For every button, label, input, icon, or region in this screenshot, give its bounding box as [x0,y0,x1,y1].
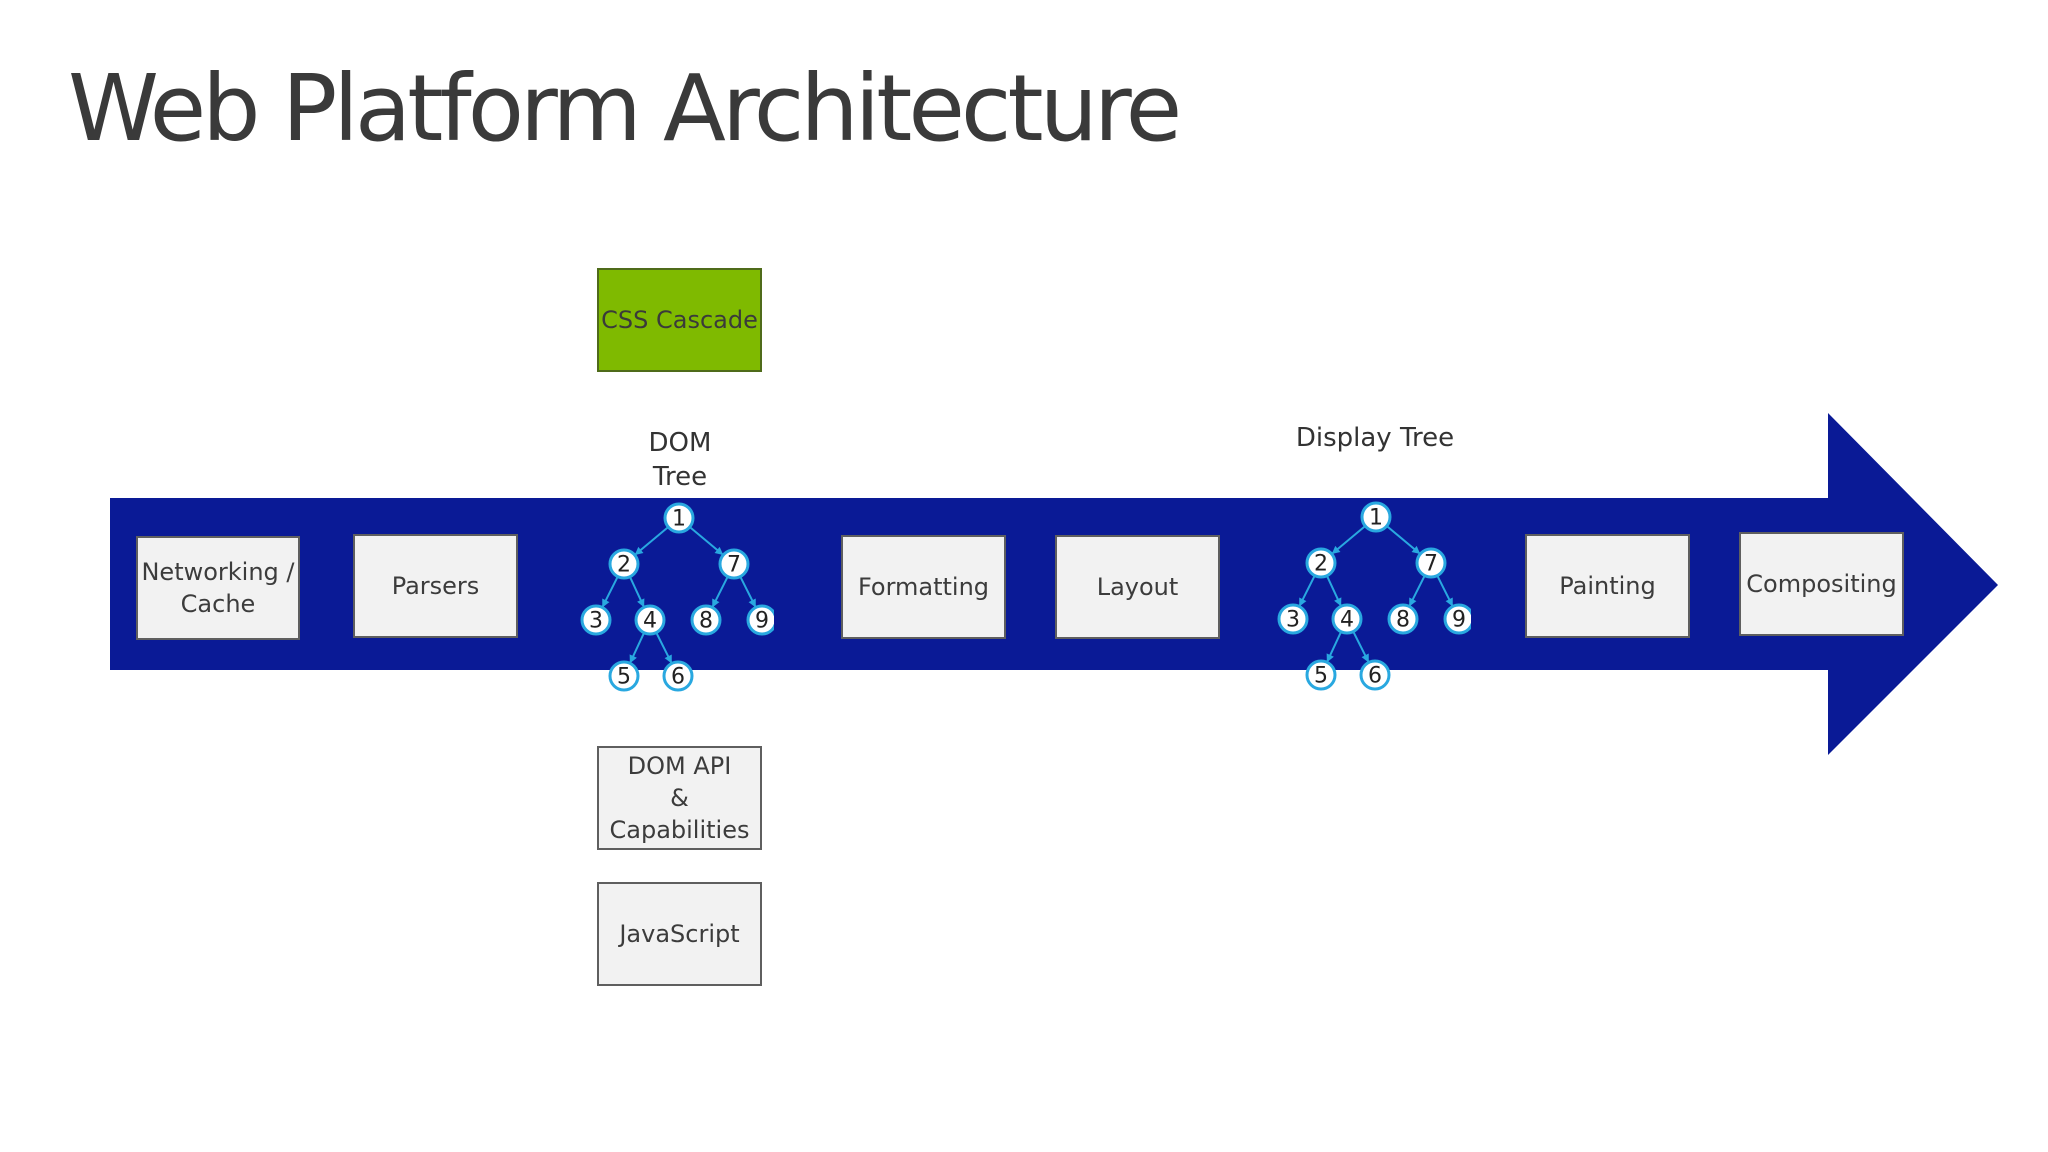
display-tree-node-7: 7 [1415,547,1447,579]
display-tree-node-5: 5 [1305,659,1337,691]
display-tree-node-label-2: 2 [1314,552,1328,577]
display-tree-node-1: 1 [1360,501,1392,533]
display-tree-arrowhead-2-4 [1334,597,1342,607]
display-tree-node-label-5: 5 [1314,664,1328,689]
display-tree-node-label-6: 6 [1368,664,1382,689]
display-tree-node-circle-3 [1277,603,1309,635]
display-tree-node-2: 2 [1305,547,1337,579]
display-tree-node-circle-1 [1360,501,1392,533]
display-tree-node-8: 8 [1387,603,1419,635]
display-tree-node-6: 6 [1359,659,1391,691]
stage-networking-cache: Networking / Cache [136,536,300,640]
display-tree-node-circle-8 [1387,603,1419,635]
dom-tree-node-3: 3 [580,604,612,636]
stage-formatting: Formatting [841,535,1006,639]
dom-tree-node-circle-8 [690,604,722,636]
display-tree-node-circle-6 [1359,659,1391,691]
display-tree-node-label-8: 8 [1396,608,1410,633]
display-tree-graph: 1 2 3 4 5 6 7 8 9 [1277,501,1471,691]
dom-tree-node-circle-2 [608,548,640,580]
dom-tree-node-8: 8 [690,604,722,636]
arrow-shape [110,413,1998,755]
dom-tree-arrowhead-2-4 [637,598,645,608]
dom-tree-node-2: 2 [608,548,640,580]
display-tree-node-4: 4 [1331,603,1363,635]
display-tree-node-label-4: 4 [1340,608,1354,633]
dom-tree-node-label-8: 8 [699,609,713,634]
dom-tree-node-label-5: 5 [617,665,631,690]
dom-tree-node-6: 6 [662,660,694,692]
stage-compositing: Compositing [1739,532,1904,636]
display-tree-node-circle-2 [1305,547,1337,579]
dom-tree-node-label-1: 1 [672,507,686,532]
dom-tree-arrowhead-4-5 [629,654,637,664]
dom-tree-node-circle-3 [580,604,612,636]
css-cascade-box: CSS Cascade [597,268,762,372]
dom-tree-node-circle-1 [663,502,695,534]
dom-tree-node-circle-6 [662,660,694,692]
dom-tree-arrowhead-1-7 [714,546,724,556]
display-tree-node-label-7: 7 [1424,552,1438,577]
dom-tree-node-circle-9 [746,604,774,636]
dom-tree-label: DOM Tree [648,428,712,492]
slide-title: Web Platform Architecture [68,55,1182,162]
display-tree-arrowhead-1-2 [1331,545,1341,555]
display-tree-arrowhead-2-3 [1299,597,1307,607]
display-tree-label: Display Tree [1295,423,1455,453]
dom-tree-node-label-3: 3 [589,609,603,634]
javascript-box: JavaScript [597,882,762,986]
display-tree-node-label-9: 9 [1452,608,1466,633]
dom-tree-node-circle-5 [608,660,640,692]
display-tree-node-circle-5 [1305,659,1337,691]
dom-tree-arrowhead-2-3 [602,598,610,608]
dom-tree-arrowhead-1-2 [634,546,644,556]
dom-tree-node-circle-7 [718,548,750,580]
stage-layout: Layout [1055,535,1220,639]
dom-tree-arrowhead-7-8 [712,598,720,608]
dom-tree-node-5: 5 [608,660,640,692]
dom-tree-node-circle-4 [634,604,666,636]
dom-tree-arrowhead-4-6 [664,654,672,664]
display-tree-arrowhead-7-8 [1409,597,1417,607]
display-tree-node-label-1: 1 [1369,506,1383,531]
dom-tree-graph: 1 2 3 4 5 6 7 8 9 [580,502,774,692]
display-tree-arrowhead-1-7 [1411,545,1421,555]
dom-tree-arrowhead-7-9 [748,598,756,608]
dom-tree-node-1: 1 [663,502,695,534]
stage-parsers: Parsers [353,534,518,638]
dom-tree-node-label-7: 7 [727,553,741,578]
dom-tree-node-7: 7 [718,548,750,580]
display-tree-node-circle-4 [1331,603,1363,635]
dom-tree-node-4: 4 [634,604,666,636]
dom-tree-node-9: 9 [746,604,774,636]
dom-tree-node-label-6: 6 [671,665,685,690]
dom-tree-node-label-2: 2 [617,553,631,578]
display-tree-arrowhead-4-5 [1326,653,1334,663]
dom-tree-node-label-9: 9 [755,609,769,634]
display-tree-node-9: 9 [1443,603,1471,635]
stage-painting: Painting [1525,534,1690,638]
display-tree-node-circle-9 [1443,603,1471,635]
dom-tree-node-label-4: 4 [643,609,657,634]
display-tree-arrowhead-4-6 [1361,653,1369,663]
display-tree-arrowhead-7-9 [1445,597,1453,607]
display-tree-node-3: 3 [1277,603,1309,635]
display-tree-node-circle-7 [1415,547,1447,579]
display-tree-node-label-3: 3 [1286,608,1300,633]
dom-api-capabilities-box: DOM API & Capabilities [597,746,762,850]
